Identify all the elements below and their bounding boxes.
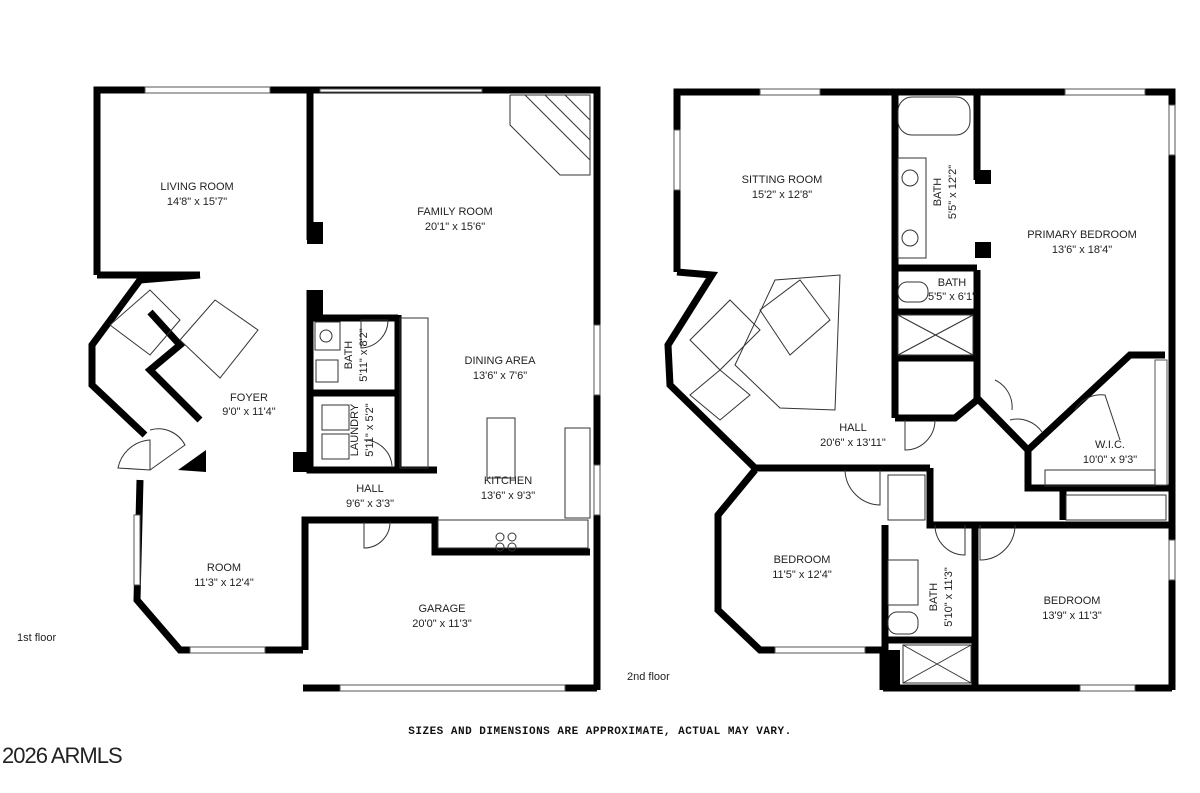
room-size: 5'10" x 11'3" [943, 567, 955, 627]
room-size: 15'2" x 12'8" [752, 189, 812, 201]
room-name: DINING AREA [465, 355, 537, 367]
room-name: BEDROOM [774, 554, 831, 566]
room-size: 13'9" x 11'3" [1042, 610, 1102, 622]
room-size: 10'0" x 9'3" [1083, 454, 1137, 466]
room-name: GARAGE [418, 603, 465, 615]
room-name: BATH [928, 583, 940, 612]
floor-label-1st: 1st floor [17, 632, 57, 644]
room-name: PRIMARY BEDROOM [1027, 229, 1137, 241]
room-size: 20'6" x 13'11" [820, 437, 886, 449]
room-size: 11'5" x 12'4" [772, 569, 832, 581]
room-labels: LIVING ROOM 14'8" x 15'7" FAMILY ROOM 20… [160, 165, 1137, 630]
room-name: ROOM [207, 562, 241, 574]
room-name: BATH [932, 178, 944, 207]
room-name: FOYER [230, 392, 268, 404]
room-name: BATH [938, 277, 967, 289]
disclaimer: SIZES AND DIMENSIONS ARE APPROXIMATE, AC… [408, 726, 792, 738]
second-floor-windows [673, 88, 1176, 692]
room-size: 5'11" x 5'2" [364, 403, 376, 456]
room-size: 20'0" x 11'3" [412, 618, 472, 630]
room-size: 5'11" x 8'2" [358, 328, 370, 381]
room-size: 11'3" x 12'4" [194, 577, 254, 589]
room-name: FAMILY ROOM [417, 206, 492, 218]
room-size: 9'0" x 11'4" [222, 406, 275, 418]
first-floor-windows [133, 86, 601, 692]
room-name: BEDROOM [1044, 595, 1101, 607]
room-name: LIVING ROOM [160, 181, 233, 193]
room-name: W.I.C. [1095, 439, 1125, 451]
room-size: 13'6" x 7'6" [473, 370, 527, 382]
second-floor-fixtures [689, 96, 1167, 684]
room-name: HALL [839, 422, 867, 434]
room-size: 5'5" x 12'2" [947, 165, 959, 219]
room-size: 13'6" x 9'3" [481, 490, 535, 502]
room-name: LAUNDRY [349, 403, 361, 456]
room-size: 20'1" x 15'6" [425, 221, 485, 233]
first-floor-walls [88, 86, 601, 692]
room-name: KITCHEN [484, 475, 532, 487]
copyright-watermark: 2026 ARMLS [2, 743, 123, 768]
room-name: BATH [343, 341, 355, 370]
room-size: 5'5" x 6'1" [928, 291, 976, 303]
room-size: 14'8" x 15'7" [167, 196, 227, 208]
room-size: 13'6" x 18'4" [1052, 244, 1112, 256]
floor-label-2nd: 2nd floor [627, 671, 670, 683]
room-name: SITTING ROOM [742, 174, 823, 186]
room-name: HALL [356, 483, 384, 495]
room-size: 9'6" x 3'3" [346, 498, 394, 510]
first-floor-fixtures [109, 94, 591, 552]
